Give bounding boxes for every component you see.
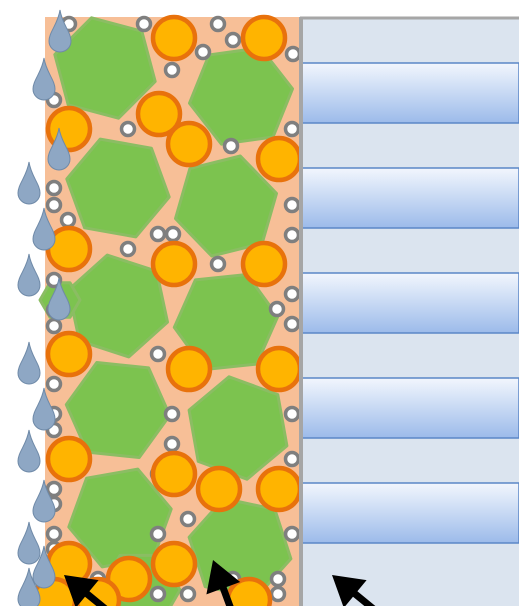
orange-particle-2 <box>243 17 285 59</box>
small-ring-47 <box>182 588 195 601</box>
small-ring-5 <box>166 64 179 77</box>
small-ring-33 <box>166 438 179 451</box>
orange-particle-15 <box>198 468 240 510</box>
small-ring-16 <box>167 228 180 241</box>
blue-layer-2 <box>302 168 519 228</box>
small-ring-46 <box>152 588 165 601</box>
orange-particle-9 <box>243 243 285 285</box>
small-ring-10 <box>225 140 238 153</box>
blue-layer-5 <box>302 483 519 543</box>
small-ring-12 <box>48 182 61 195</box>
small-ring-13 <box>48 199 61 212</box>
small-ring-26 <box>286 318 299 331</box>
small-ring-48 <box>272 588 285 601</box>
small-ring-28 <box>48 378 61 391</box>
small-ring-14 <box>62 214 75 227</box>
small-ring-6 <box>197 46 210 59</box>
small-ring-15 <box>152 228 165 241</box>
small-ring-40 <box>152 528 165 541</box>
orange-particle-5 <box>168 123 210 165</box>
small-ring-38 <box>182 513 195 526</box>
small-ring-25 <box>48 320 61 333</box>
small-ring-2 <box>138 18 151 31</box>
orange-particle-19 <box>153 543 195 585</box>
blue-layer-1 <box>302 63 519 123</box>
orange-particle-11 <box>168 348 210 390</box>
orange-particle-8 <box>153 243 195 285</box>
small-ring-19 <box>286 229 299 242</box>
small-ring-30 <box>286 408 299 421</box>
layered-substrate <box>300 17 519 606</box>
small-ring-3 <box>212 18 225 31</box>
small-ring-27 <box>152 348 165 361</box>
small-ring-4 <box>227 34 240 47</box>
orange-particle-6 <box>258 138 300 180</box>
small-ring-36 <box>48 483 61 496</box>
orange-particle-14 <box>153 453 195 495</box>
small-ring-17 <box>122 243 135 256</box>
blue-layer-3 <box>302 273 519 333</box>
orange-particle-16 <box>258 468 300 510</box>
small-ring-7 <box>287 48 300 61</box>
blue-layer-4 <box>302 378 519 438</box>
small-ring-11 <box>286 123 299 136</box>
orange-particle-12 <box>258 348 300 390</box>
small-ring-39 <box>48 528 61 541</box>
orange-particle-13 <box>48 438 90 480</box>
small-ring-9 <box>122 123 135 136</box>
small-ring-43 <box>272 573 285 586</box>
small-ring-22 <box>286 288 299 301</box>
small-ring-41 <box>286 528 299 541</box>
small-ring-23 <box>271 303 284 316</box>
small-ring-18 <box>286 199 299 212</box>
orange-particle-1 <box>153 17 195 59</box>
small-ring-29 <box>166 408 179 421</box>
small-ring-21 <box>212 258 225 271</box>
orange-particle-10 <box>48 333 90 375</box>
small-ring-35 <box>286 453 299 466</box>
